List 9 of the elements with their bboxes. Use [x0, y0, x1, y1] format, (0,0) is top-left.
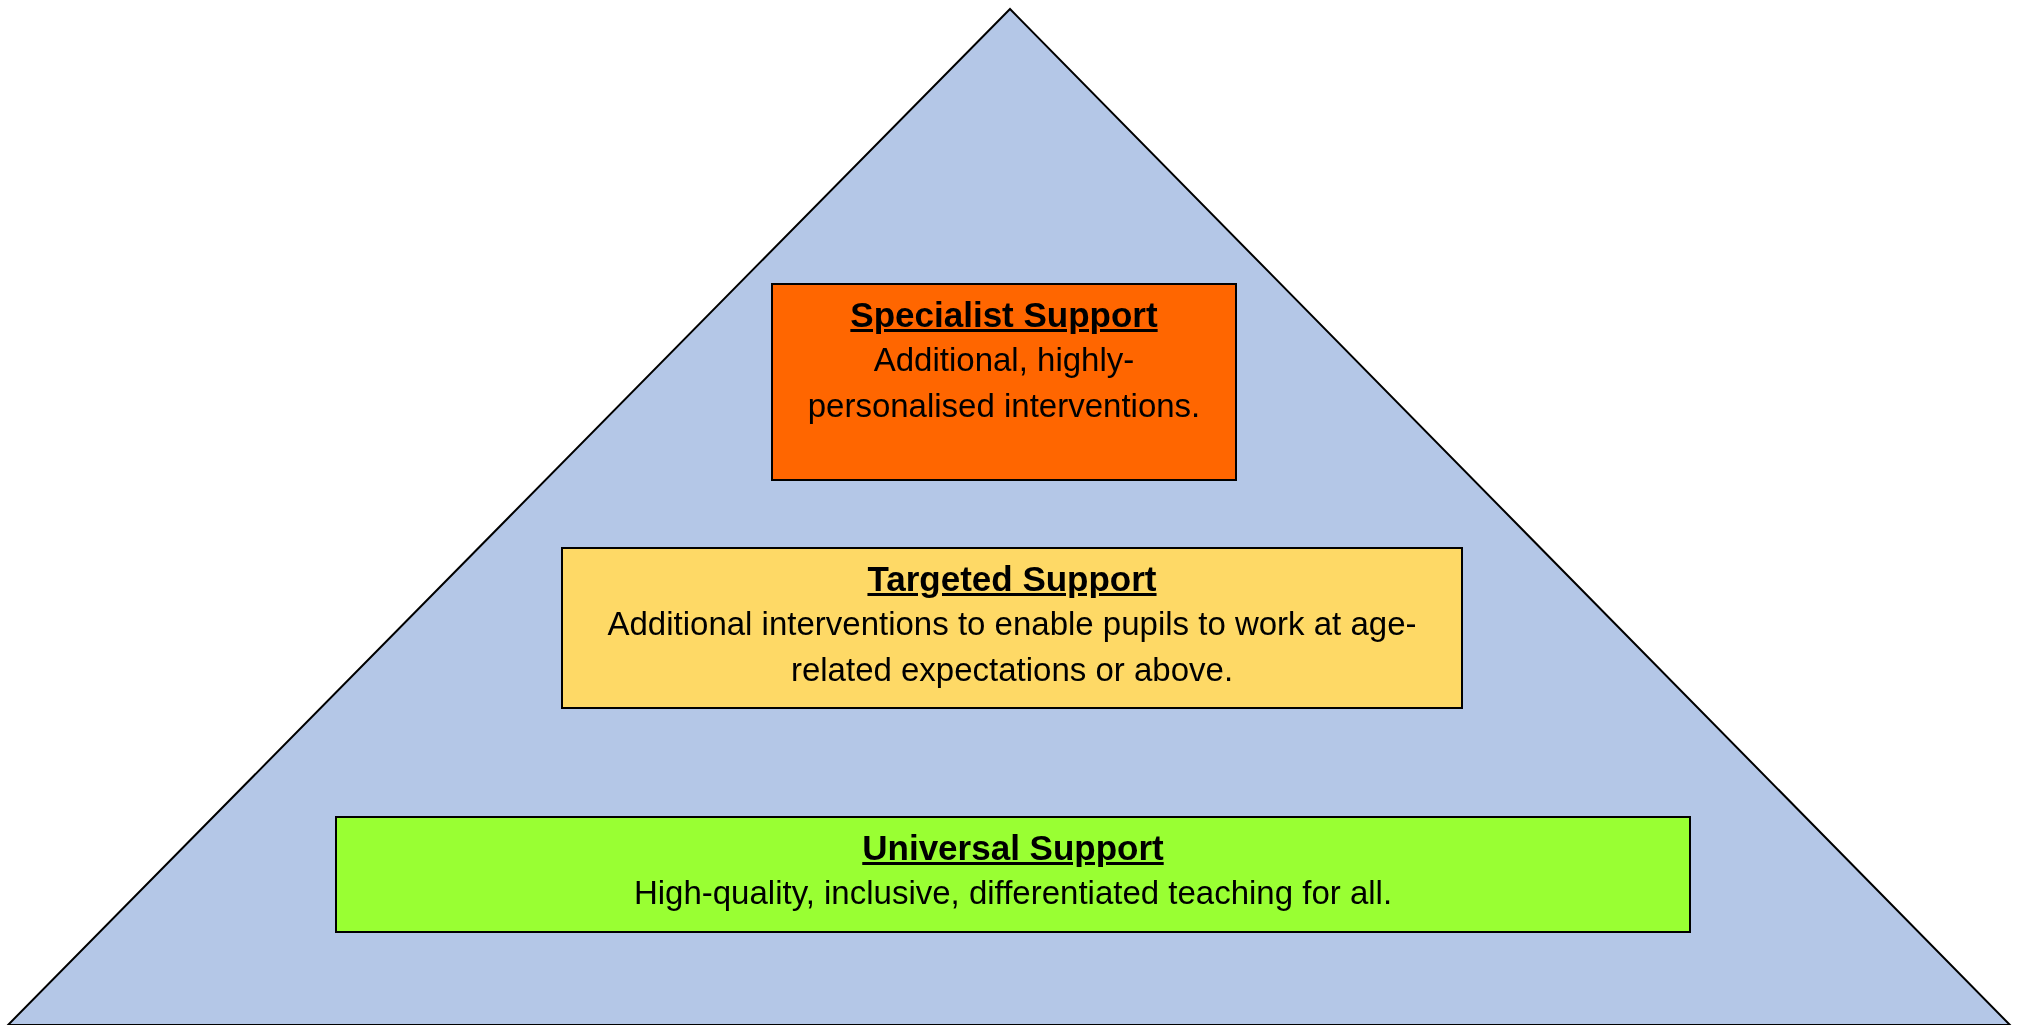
- tier-heading: Targeted Support: [867, 558, 1157, 600]
- tier-description: High-quality, inclusive, differentiated teaching for all.: [633, 873, 1393, 913]
- support-tier-box: [335, 816, 1691, 933]
- support-tier-box: [771, 283, 1237, 481]
- tier-description: Additional interventions to enable pupils to work at age-related expectations or above.: [606, 604, 1418, 690]
- tier-heading: Specialist Support: [850, 294, 1158, 336]
- tier-heading: Universal Support: [862, 827, 1164, 869]
- support-tier-box: [561, 547, 1463, 709]
- tier-description: Additional, highly-personalised interventions.: [806, 340, 1202, 426]
